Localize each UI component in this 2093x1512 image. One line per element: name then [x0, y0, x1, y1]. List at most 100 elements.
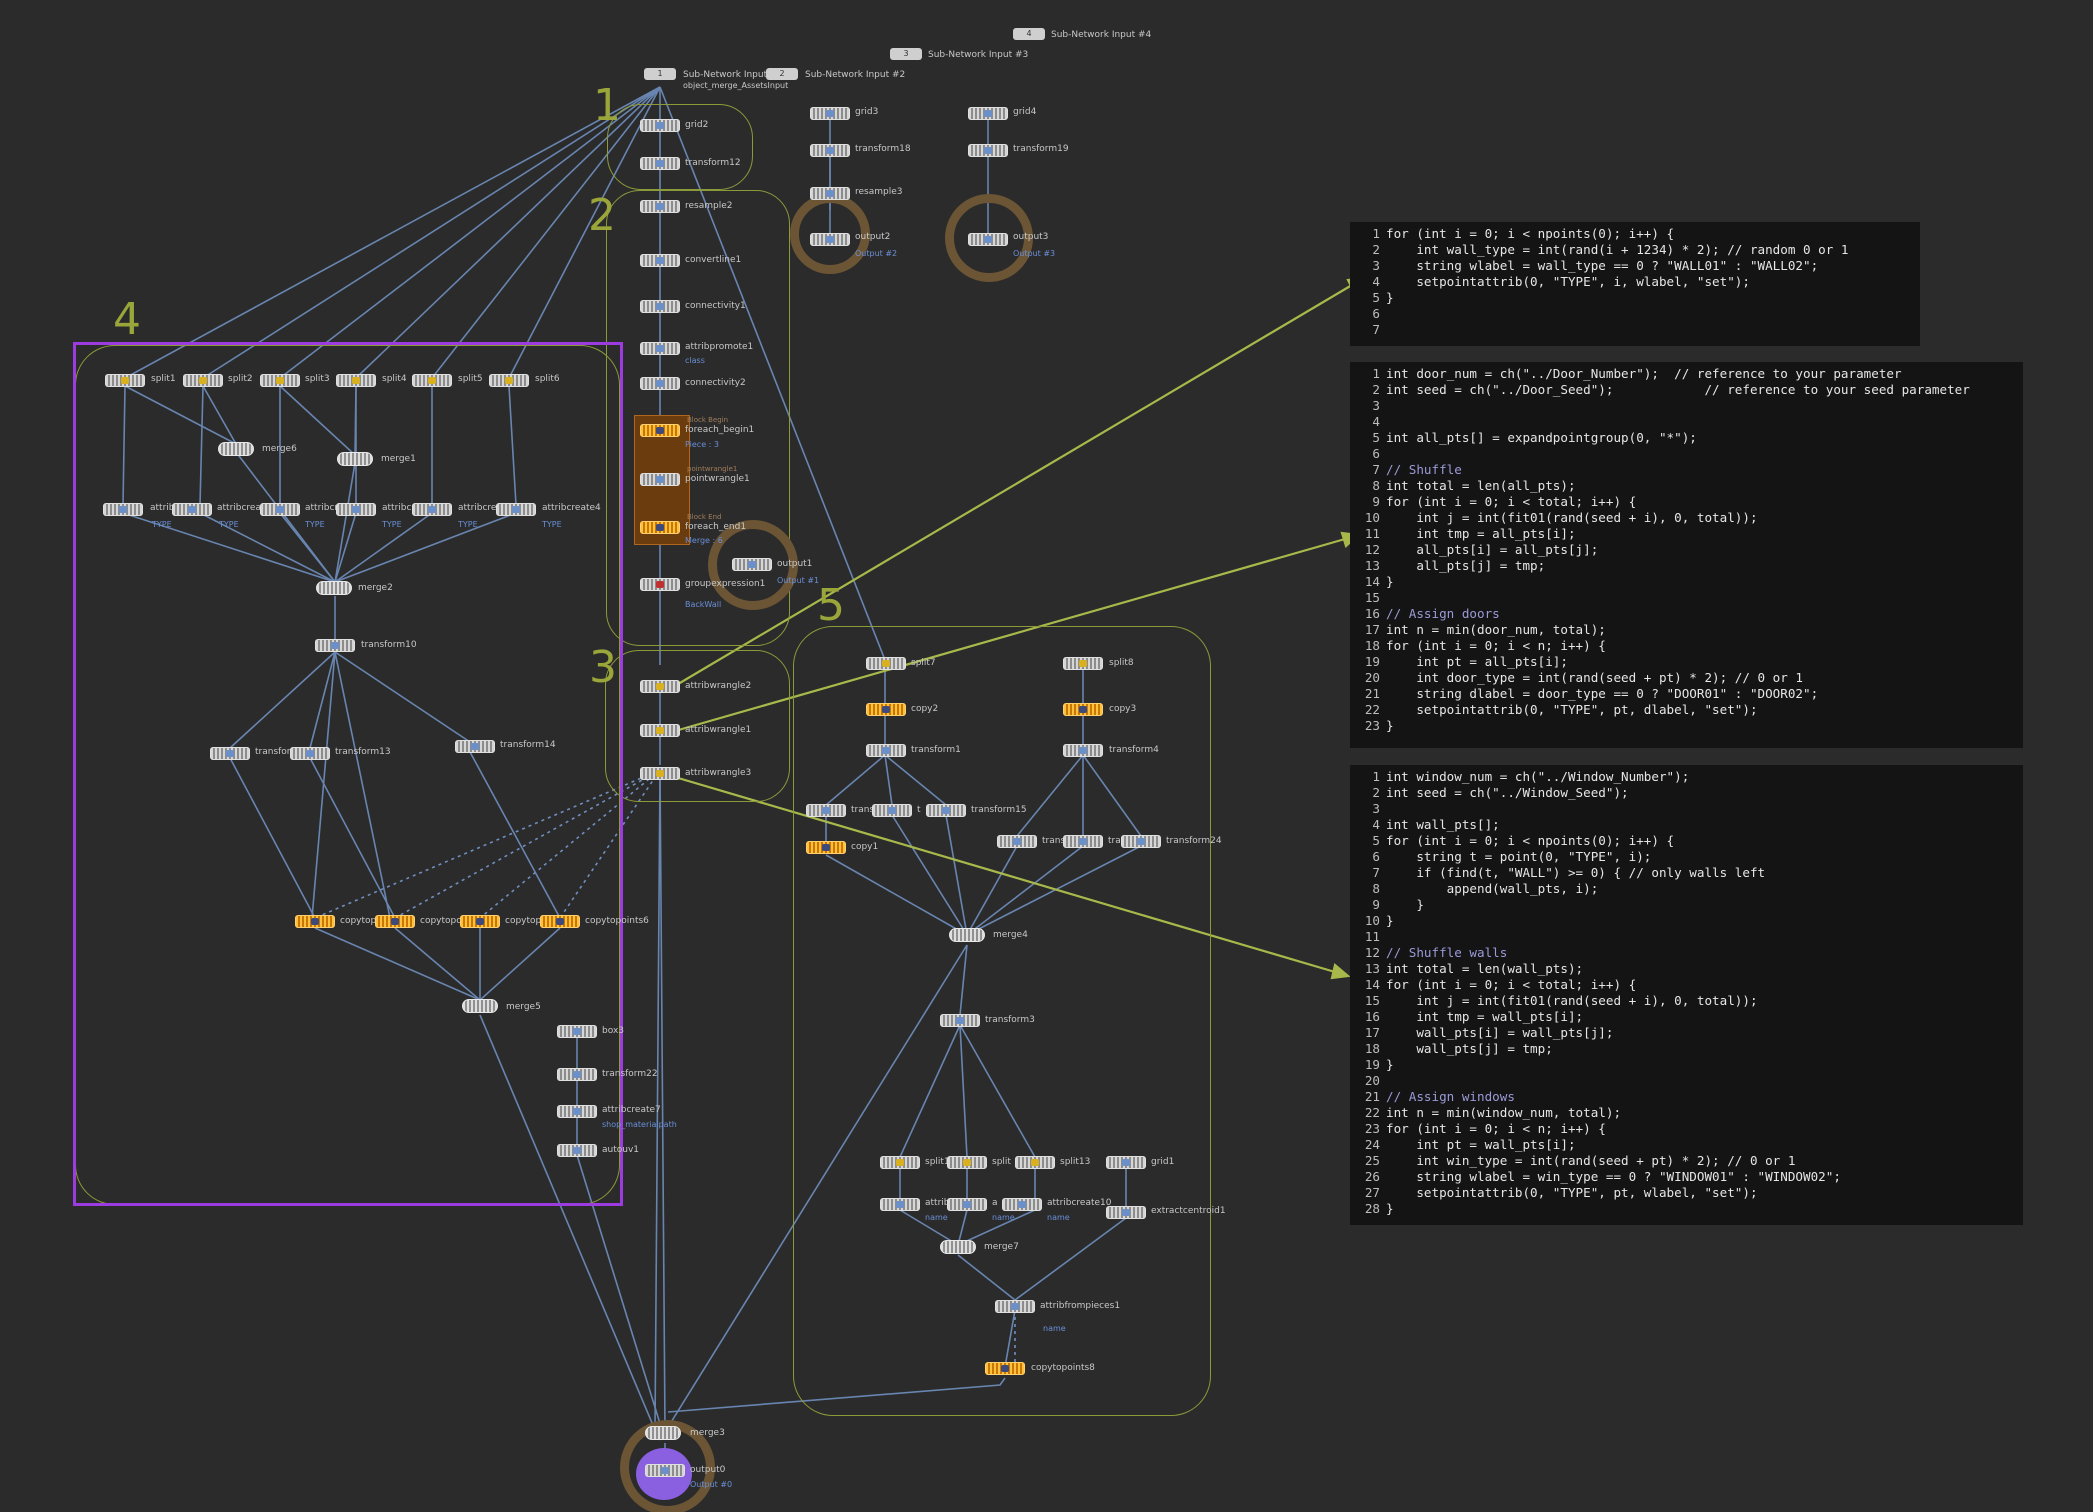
node-output1[interactable] — [732, 558, 772, 571]
node-attribwrangle1[interactable] — [640, 724, 680, 737]
node-transform3[interactable] — [940, 1014, 980, 1027]
node-transform4[interactable] — [1063, 744, 1103, 757]
node-output2[interactable] — [810, 233, 850, 246]
node-transform14[interactable] — [455, 740, 495, 753]
node-attribpromote1[interactable] — [640, 342, 680, 355]
node-attrib-a[interactable] — [880, 1198, 920, 1211]
group-number-4: 4 — [113, 294, 141, 345]
node-transform13[interactable] — [290, 747, 330, 760]
node-split5[interactable] — [412, 374, 452, 387]
node-copytopoints-c[interactable] — [460, 915, 500, 928]
node-attribcreate-a[interactable] — [103, 503, 143, 516]
node-attribwrangle2[interactable] — [640, 680, 680, 693]
node-merge2[interactable] — [316, 581, 352, 595]
node-merge5[interactable] — [462, 999, 498, 1013]
line-number: 4 — [1372, 414, 1380, 429]
node-pointwrangle1[interactable] — [640, 473, 680, 486]
line-number: 21 — [1364, 1089, 1380, 1104]
node-grid3[interactable] — [810, 107, 850, 120]
node-transform22[interactable] — [557, 1068, 597, 1081]
subnet-input-2-node[interactable]: 2 — [766, 68, 798, 80]
subnet-input-1-node[interactable]: 1 — [644, 68, 676, 80]
node-attribcreate-c[interactable] — [260, 503, 300, 516]
node-transform19[interactable] — [968, 144, 1008, 157]
node-resample3[interactable] — [810, 187, 850, 200]
node-box3[interactable] — [557, 1025, 597, 1038]
node-attribfrompieces1[interactable] — [995, 1300, 1035, 1313]
node-copy2[interactable] — [866, 703, 906, 716]
line-number: 4 — [1372, 817, 1380, 832]
code-text: // Shuffle walls — [1386, 945, 1508, 960]
node-foreach-begin1[interactable] — [640, 424, 680, 437]
node-foreach-end1[interactable] — [640, 521, 680, 534]
node-transform10[interactable] — [315, 639, 355, 652]
node-attrib-b[interactable] — [947, 1198, 987, 1211]
node-split7[interactable] — [866, 657, 906, 670]
node-attribcreate-d[interactable] — [336, 503, 376, 516]
node-split13[interactable] — [1015, 1156, 1055, 1169]
node-copytopoints8[interactable] — [985, 1362, 1025, 1375]
node-trans-d[interactable] — [1063, 835, 1103, 848]
node-groupexpression1[interactable] — [640, 578, 680, 591]
node-attribwrangle3[interactable] — [640, 767, 680, 780]
node-grid4[interactable] — [968, 107, 1008, 120]
subnet-input-1-sub: object_merge_AssetsInput — [683, 81, 789, 90]
node-split11[interactable] — [880, 1156, 920, 1169]
subnet-input-4-node[interactable]: 4 — [1013, 28, 1045, 40]
node-copytopoints6[interactable] — [540, 915, 580, 928]
node-split8[interactable] — [1063, 657, 1103, 670]
node-merge7[interactable] — [940, 1240, 976, 1254]
node-transform24[interactable] — [1121, 835, 1161, 848]
label-connectivity2: connectivity2 — [685, 378, 746, 388]
node-attribcreate4[interactable] — [496, 503, 536, 516]
node-resample2[interactable] — [640, 200, 680, 213]
node-merge4[interactable] — [949, 928, 985, 942]
node-grid1[interactable] — [1106, 1156, 1146, 1169]
node-autouv1[interactable] — [557, 1144, 597, 1157]
node-merge6[interactable] — [218, 442, 254, 456]
node-output0[interactable] — [645, 1464, 685, 1477]
subnet-input-3-node[interactable]: 3 — [890, 48, 922, 60]
node-extractcentroid1[interactable] — [1106, 1206, 1146, 1219]
node-split6[interactable] — [489, 374, 529, 387]
node-transform18[interactable] — [810, 144, 850, 157]
node-split2[interactable] — [183, 374, 223, 387]
node-attribcreate10[interactable] — [1002, 1198, 1042, 1211]
node-attribcreate-e[interactable] — [412, 503, 452, 516]
node-connectivity2[interactable] — [640, 377, 680, 390]
node-merge1[interactable] — [337, 452, 373, 466]
node-split3[interactable] — [260, 374, 300, 387]
node-transform15[interactable] — [926, 804, 966, 817]
line-number: 19 — [1364, 1057, 1380, 1072]
label-grid4: grid4 — [1013, 107, 1037, 117]
node-output3[interactable] — [968, 233, 1008, 246]
node-split4[interactable] — [336, 374, 376, 387]
node-trans-b[interactable] — [872, 804, 912, 817]
node-copy3[interactable] — [1063, 703, 1103, 716]
code-text: int n = min(window_num, total); — [1386, 1105, 1622, 1120]
node-connectivity1[interactable] — [640, 300, 680, 313]
node-convertline1[interactable] — [640, 254, 680, 267]
node-transform-a[interactable] — [210, 747, 250, 760]
node-copytopoints-a[interactable] — [295, 915, 335, 928]
node-grid2[interactable] — [640, 119, 680, 132]
label-attribcreate7: attribcreate7 — [602, 1105, 661, 1115]
node-transform12[interactable] — [640, 157, 680, 170]
line-number: 10 — [1364, 913, 1380, 928]
node-trans-a[interactable] — [806, 804, 846, 817]
node-copy1[interactable] — [806, 841, 846, 854]
node-split1[interactable] — [105, 374, 145, 387]
node-copytopoints-b[interactable] — [375, 915, 415, 928]
node-attribcreate-b[interactable] — [172, 503, 212, 516]
node-merge3[interactable] — [645, 1426, 681, 1440]
node-transform1[interactable] — [866, 744, 906, 757]
node-split-x[interactable] — [947, 1156, 987, 1169]
label-transform1: transform1 — [911, 745, 961, 755]
node-trans-c[interactable] — [997, 835, 1037, 848]
node-attribcreate7[interactable] — [557, 1105, 597, 1118]
label-attribcreate10: attribcreate10 — [1047, 1198, 1112, 1208]
